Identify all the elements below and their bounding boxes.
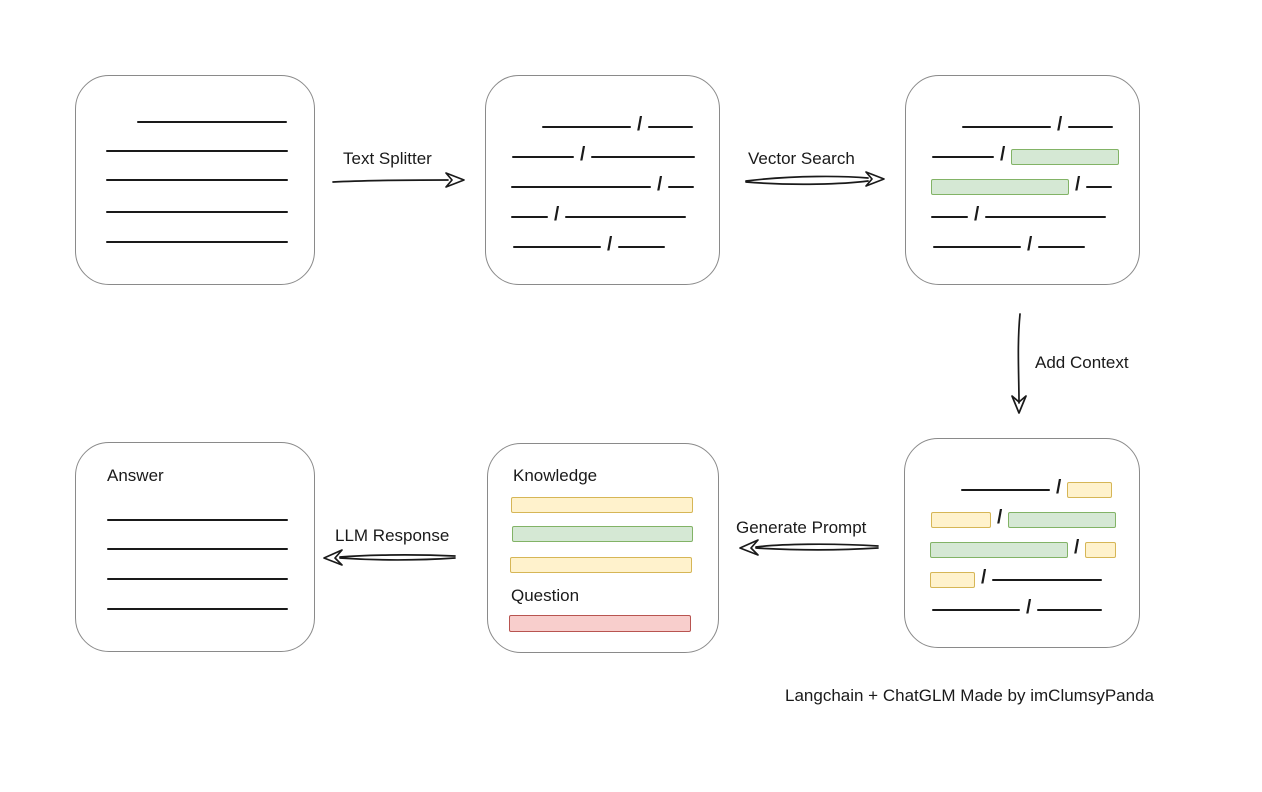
text-line [513,246,601,248]
text-line [932,609,1020,611]
text-line [985,216,1107,218]
generate-prompt-arrow [739,539,879,556]
slash-separator: / [1075,174,1081,195]
text-line [106,241,288,243]
vector-search-arrow [745,171,885,187]
yellow-prompt-bar [510,557,692,573]
yellow-highlight-bar [1067,482,1113,498]
text-line [565,216,687,218]
yellow-prompt-bar [511,497,693,513]
text-splitter-label: Text Splitter [343,149,432,168]
yellow-highlight-bar [1085,542,1117,558]
text-line [106,179,288,181]
text-line [511,186,651,188]
text-line [106,150,288,152]
llm-response-arrow [323,549,456,566]
slash-separator: / [657,174,663,195]
chunk-row: / [511,174,695,196]
slash-separator: / [1026,597,1032,618]
vector-search-results-box: / / / / / [905,75,1140,285]
chunk-row: / [512,144,696,166]
slash-separator: / [997,507,1003,528]
chunk-row: / [931,174,1113,196]
text-line [107,548,288,550]
text-line [933,246,1021,248]
text-line [992,579,1103,581]
slash-separator: / [981,567,987,588]
chunk-row: / [930,537,1117,559]
green-highlight-bar [930,542,1068,558]
text-line [648,126,694,128]
slash-separator: / [1027,234,1033,255]
chunk-row: / [542,114,694,136]
text-line [1038,246,1086,248]
slash-separator: / [637,114,643,135]
llm-response-label: LLM Response [335,526,450,545]
context-chunks-box: / / / / / [904,438,1140,648]
text-line [512,156,574,158]
green-highlight-bar [1011,149,1120,165]
slash-separator: / [1057,114,1063,135]
chunk-row: / [962,114,1114,136]
chunk-row: / [932,144,1120,166]
text-line [932,156,994,158]
answer-box: Answer [75,442,315,652]
add-context-label: Add Context [1035,353,1129,372]
text-line [1086,186,1113,188]
yellow-highlight-bar [930,572,975,588]
text-line [137,121,287,123]
red-prompt-bar [509,615,691,632]
text-splitter-arrow [332,172,465,188]
chunk-row: / [511,204,687,226]
slash-separator: / [580,144,586,165]
text-line [931,216,968,218]
chunk-row: / [931,204,1107,226]
chunk-row: / [961,477,1113,499]
prompt-box: Knowledge Question [487,443,719,653]
text-line [668,186,695,188]
split-chunks-box: / / / / / [485,75,720,285]
green-prompt-bar [512,526,693,542]
question-label: Question [511,586,580,605]
text-line [107,578,288,580]
green-highlight-bar [1008,512,1117,528]
text-line [511,216,548,218]
text-line [1068,126,1114,128]
chunk-row: / [930,567,1103,589]
slash-separator: / [1000,144,1006,165]
text-line [591,156,696,158]
slash-separator: / [1074,537,1080,558]
yellow-highlight-bar [931,512,991,528]
text-line [107,519,288,521]
answer-label: Answer [107,466,164,485]
chunk-row: / [933,234,1086,256]
text-line [618,246,666,248]
credit-text: Langchain + ChatGLM Made by imClumsyPand… [785,686,1154,705]
source-document-box [75,75,315,285]
text-line [1037,609,1103,611]
text-line [107,608,288,610]
vector-search-label: Vector Search [748,149,855,168]
green-highlight-bar [931,179,1069,195]
text-line [106,211,288,213]
slash-separator: / [974,204,980,225]
slash-separator: / [1056,477,1062,498]
slash-separator: / [607,234,613,255]
text-line [962,126,1051,128]
knowledge-label: Knowledge [513,466,598,485]
slash-separator: / [554,204,560,225]
chunk-row: / [932,597,1103,619]
add-context-arrow [1011,313,1027,414]
text-line [961,489,1050,491]
generate-prompt-label: Generate Prompt [736,518,867,537]
chunk-row: / [931,507,1117,529]
text-line [542,126,631,128]
chunk-row: / [513,234,666,256]
